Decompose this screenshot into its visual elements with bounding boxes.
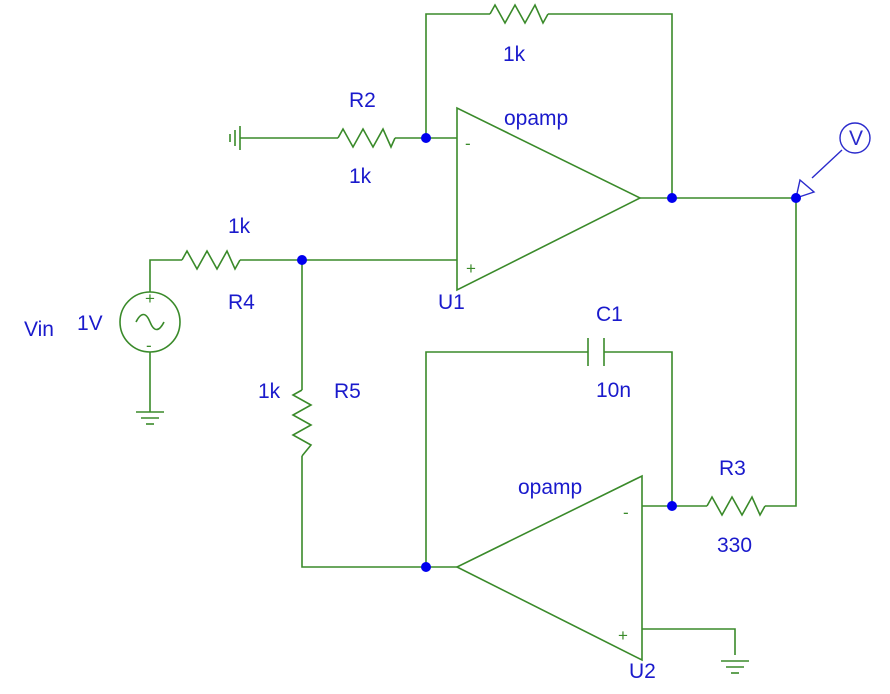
node-u2-output bbox=[421, 562, 431, 572]
u2-model: opamp bbox=[518, 476, 582, 499]
r2-name: R2 bbox=[349, 89, 376, 112]
resistor-r2 bbox=[337, 127, 396, 149]
u1-model: opamp bbox=[504, 107, 568, 130]
component-labels: 1k R2 1k opamp U1 1k R4 Vin 1V C1 10n 1k… bbox=[24, 43, 752, 683]
node-probe bbox=[791, 193, 801, 203]
resistor-r4 bbox=[181, 249, 241, 271]
vin-value: 1V bbox=[77, 312, 103, 335]
u1-minus-pin: - bbox=[465, 134, 471, 153]
r3-name: R3 bbox=[719, 457, 746, 480]
u1-plus-pin: + bbox=[466, 259, 476, 278]
u2-name: U2 bbox=[629, 660, 656, 683]
node-u1-minus bbox=[421, 133, 431, 143]
ground-vin-icon bbox=[136, 411, 164, 425]
u2-plus-pin: + bbox=[618, 626, 628, 645]
junction-nodes bbox=[297, 133, 801, 572]
r3-value: 330 bbox=[717, 534, 752, 557]
node-u1-output bbox=[667, 193, 677, 203]
voltage-probe-icon: V bbox=[795, 122, 871, 200]
r-feedback-value: 1k bbox=[503, 43, 526, 66]
voltage-source-vin: + - bbox=[119, 289, 181, 355]
ground-u2-icon bbox=[721, 660, 749, 674]
r5-name: R5 bbox=[334, 380, 361, 403]
r2-value: 1k bbox=[349, 165, 372, 188]
vin-name: Vin bbox=[24, 318, 54, 341]
u1-name: U1 bbox=[438, 291, 465, 314]
vin-minus-pin: - bbox=[146, 336, 152, 355]
wires bbox=[149, 13, 797, 655]
capacitor-c1 bbox=[587, 338, 605, 366]
vin-plus-pin: + bbox=[145, 289, 155, 308]
resistor-r5 bbox=[291, 389, 313, 457]
resistor-feedback bbox=[489, 3, 549, 25]
opamp-u1 bbox=[456, 106, 642, 292]
node-u1-plus bbox=[297, 255, 307, 265]
r4-value: 1k bbox=[228, 215, 251, 238]
ground-left-icon bbox=[229, 126, 241, 150]
resistor-r3 bbox=[706, 495, 766, 517]
r5-value: 1k bbox=[258, 380, 281, 403]
c1-name: C1 bbox=[596, 303, 623, 326]
c1-value: 10n bbox=[596, 379, 631, 402]
probe-label: V bbox=[849, 127, 863, 150]
opamp-u2 bbox=[455, 474, 643, 662]
node-u2-minus bbox=[667, 501, 677, 511]
u2-minus-pin: - bbox=[623, 503, 629, 522]
r4-name: R4 bbox=[228, 291, 255, 314]
